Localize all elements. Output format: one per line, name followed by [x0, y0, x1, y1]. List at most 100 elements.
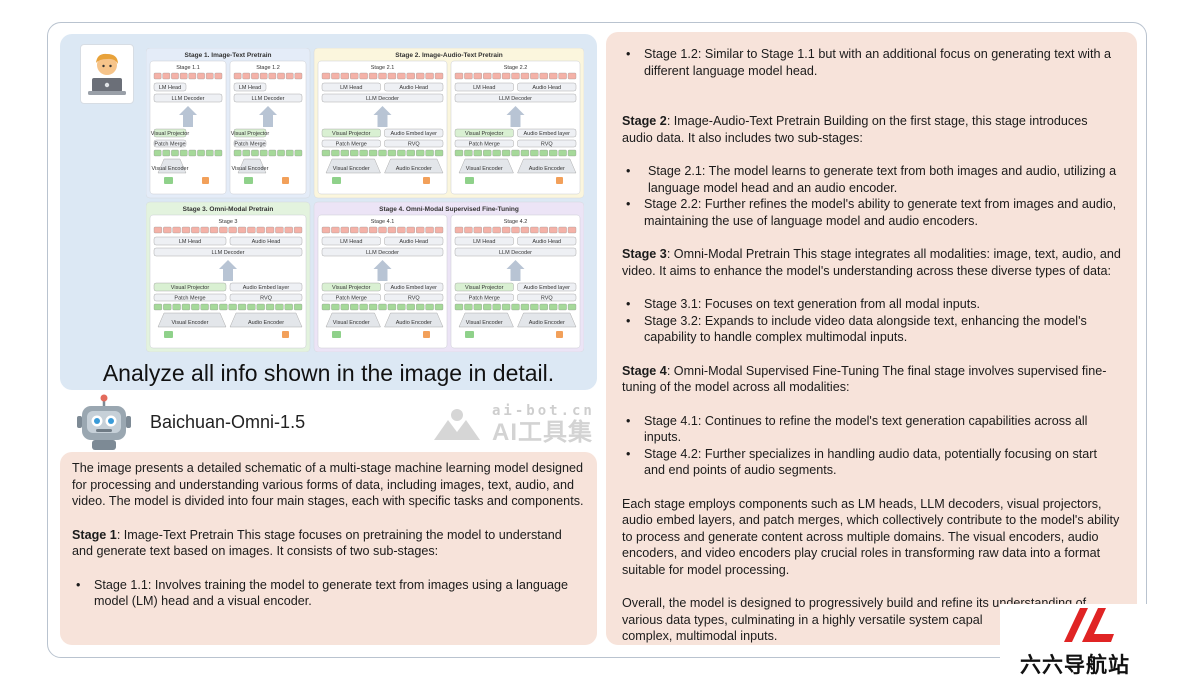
diagram-lm-head-label: LM Head [340, 85, 362, 91]
diagram-visual-projector-label: Visual Projector [231, 131, 270, 137]
diagram-audio-encoder [384, 312, 444, 328]
stage-2-heading: Stage 2: Image-Audio-Text Pretrain Build… [622, 113, 1121, 146]
diagram-output-token [321, 226, 331, 234]
diagram-input-token [188, 149, 197, 157]
diagram-output-token [163, 226, 172, 234]
diagram-output-token [558, 72, 567, 80]
diagram-input-token [434, 149, 444, 157]
list-item: Stage 2.2: Further refines the model's a… [622, 196, 1121, 229]
diagram-input-token [406, 303, 415, 311]
diagram-patch-merge [153, 139, 187, 148]
diagram-visual-projector [233, 128, 267, 138]
diagram-output-token [473, 72, 482, 80]
stage-2-text: : Image-Audio-Text Pretrain Building on … [622, 114, 1088, 145]
diagram-output-token [237, 226, 247, 234]
stage-1-list-a: Stage 1.1: Involves training the model t… [72, 577, 585, 610]
diagram-input-token [539, 303, 548, 311]
list-item: Stage 2.1: The model learns to generate … [622, 163, 1121, 196]
diagram-output-token [567, 72, 577, 80]
bot-avatar [76, 394, 132, 452]
diagram-input-token [259, 149, 268, 157]
diagram-audio-encoder [517, 312, 577, 328]
diagram-input-token [228, 303, 237, 311]
stage-1-label: Stage 1 [72, 527, 117, 542]
diagram-output-token [268, 72, 277, 80]
diagram-llm-decoder [233, 93, 303, 103]
diagram-flow-arrow [219, 260, 237, 281]
diagram-output-token [214, 72, 223, 80]
diagram-output-token [172, 226, 181, 234]
diagram-llm-decoder-label: LLM Decoder [499, 250, 532, 256]
diagram-input-token [350, 149, 359, 157]
diagram-lm-head-label: LM Head [179, 239, 201, 245]
list-item: Stage 1.1: Involves training the model t… [72, 577, 585, 610]
diagram-audio-embed [517, 282, 577, 292]
diagram-input-token [501, 149, 511, 157]
diagram-input-token [378, 303, 387, 311]
diagram-output-token [425, 72, 434, 80]
diagram-audio-encoder-label: Audio Encoder [248, 320, 284, 326]
diagram-output-token [275, 226, 284, 234]
answer-intro: The image presents a detailed schematic … [72, 461, 584, 508]
diagram-rvq [384, 293, 444, 302]
diagram-audio-encoder [229, 312, 303, 328]
diagram-llm-decoder [454, 93, 577, 103]
diagram-input-token [153, 303, 162, 311]
diagram-text-input-icon [423, 177, 430, 184]
diagram-output-token [492, 72, 501, 80]
diagram-output-token [539, 226, 548, 234]
diagram-input-token [359, 149, 368, 157]
diagram-input-token [350, 303, 359, 311]
diagram-input-token [285, 149, 294, 157]
diagram-input-token [197, 149, 205, 157]
diagram-input-token [171, 149, 179, 157]
diagram-input-token [378, 149, 387, 157]
diagram-llm-decoder-label: LLM Decoder [251, 96, 284, 102]
diagram-output-token [567, 226, 577, 234]
diagram-visual-encoder [458, 158, 514, 174]
badge-logo-icon [1064, 608, 1114, 642]
diagram-input-token [214, 149, 223, 157]
diagram-input-token [237, 303, 247, 311]
diagram-visual-encoder-label: Visual Encoder [172, 320, 209, 326]
diagram-output-token [520, 72, 530, 80]
user-laptop-icon [88, 53, 126, 95]
diagram-input-token [368, 149, 378, 157]
diagram-rvq-label: RVQ [408, 296, 421, 302]
watermark-logo-icon [434, 408, 480, 440]
diagram-audio-embed [229, 282, 303, 292]
diagram-input-token [567, 149, 577, 157]
diagram-lm-head [153, 236, 227, 246]
diagram-input-token [397, 303, 406, 311]
diagram-substage-title: Stage 4.1 [371, 219, 395, 225]
diagram-input-token [233, 149, 242, 157]
diagram-patch-merge [321, 293, 381, 302]
answer-overall-tail: complex, multimodal inputs. [622, 629, 778, 643]
diagram-flow-arrow [373, 106, 392, 127]
stage-4-list: Stage 4.1: Continues to refine the model… [622, 413, 1121, 479]
diagram-audio-encoder [517, 158, 577, 174]
diagram-visual-encoder-label: Visual Encoder [333, 166, 370, 172]
diagram-input-token [163, 303, 172, 311]
diagram-audio-encoder-label: Audio Encoder [396, 320, 432, 326]
diagram-input-token [483, 303, 492, 311]
user-prompt-text: Analyze all info shown in the image in d… [102, 360, 555, 386]
diagram-output-token [483, 72, 492, 80]
diagram-output-token [501, 72, 511, 80]
diagram-output-token [359, 72, 368, 80]
diagram-output-token [454, 72, 464, 80]
diagram-text-input-icon [423, 331, 430, 338]
diagram-output-token [247, 226, 256, 234]
diagram-substage-title: Stage 1.2 [256, 65, 280, 71]
diagram-output-token [501, 226, 511, 234]
diagram-output-token [205, 72, 214, 80]
diagram-output-token [549, 226, 558, 234]
diagram-output-token [425, 226, 434, 234]
diagram-audio-head-label: Audio Head [532, 239, 561, 245]
site-badge: 六六导航站 [1000, 604, 1168, 675]
diagram-rvq [229, 293, 303, 302]
diagram-input-token [530, 149, 539, 157]
diagram-patch-merge [233, 139, 267, 148]
diagram-output-token [331, 72, 340, 80]
diagram-output-token [197, 72, 205, 80]
